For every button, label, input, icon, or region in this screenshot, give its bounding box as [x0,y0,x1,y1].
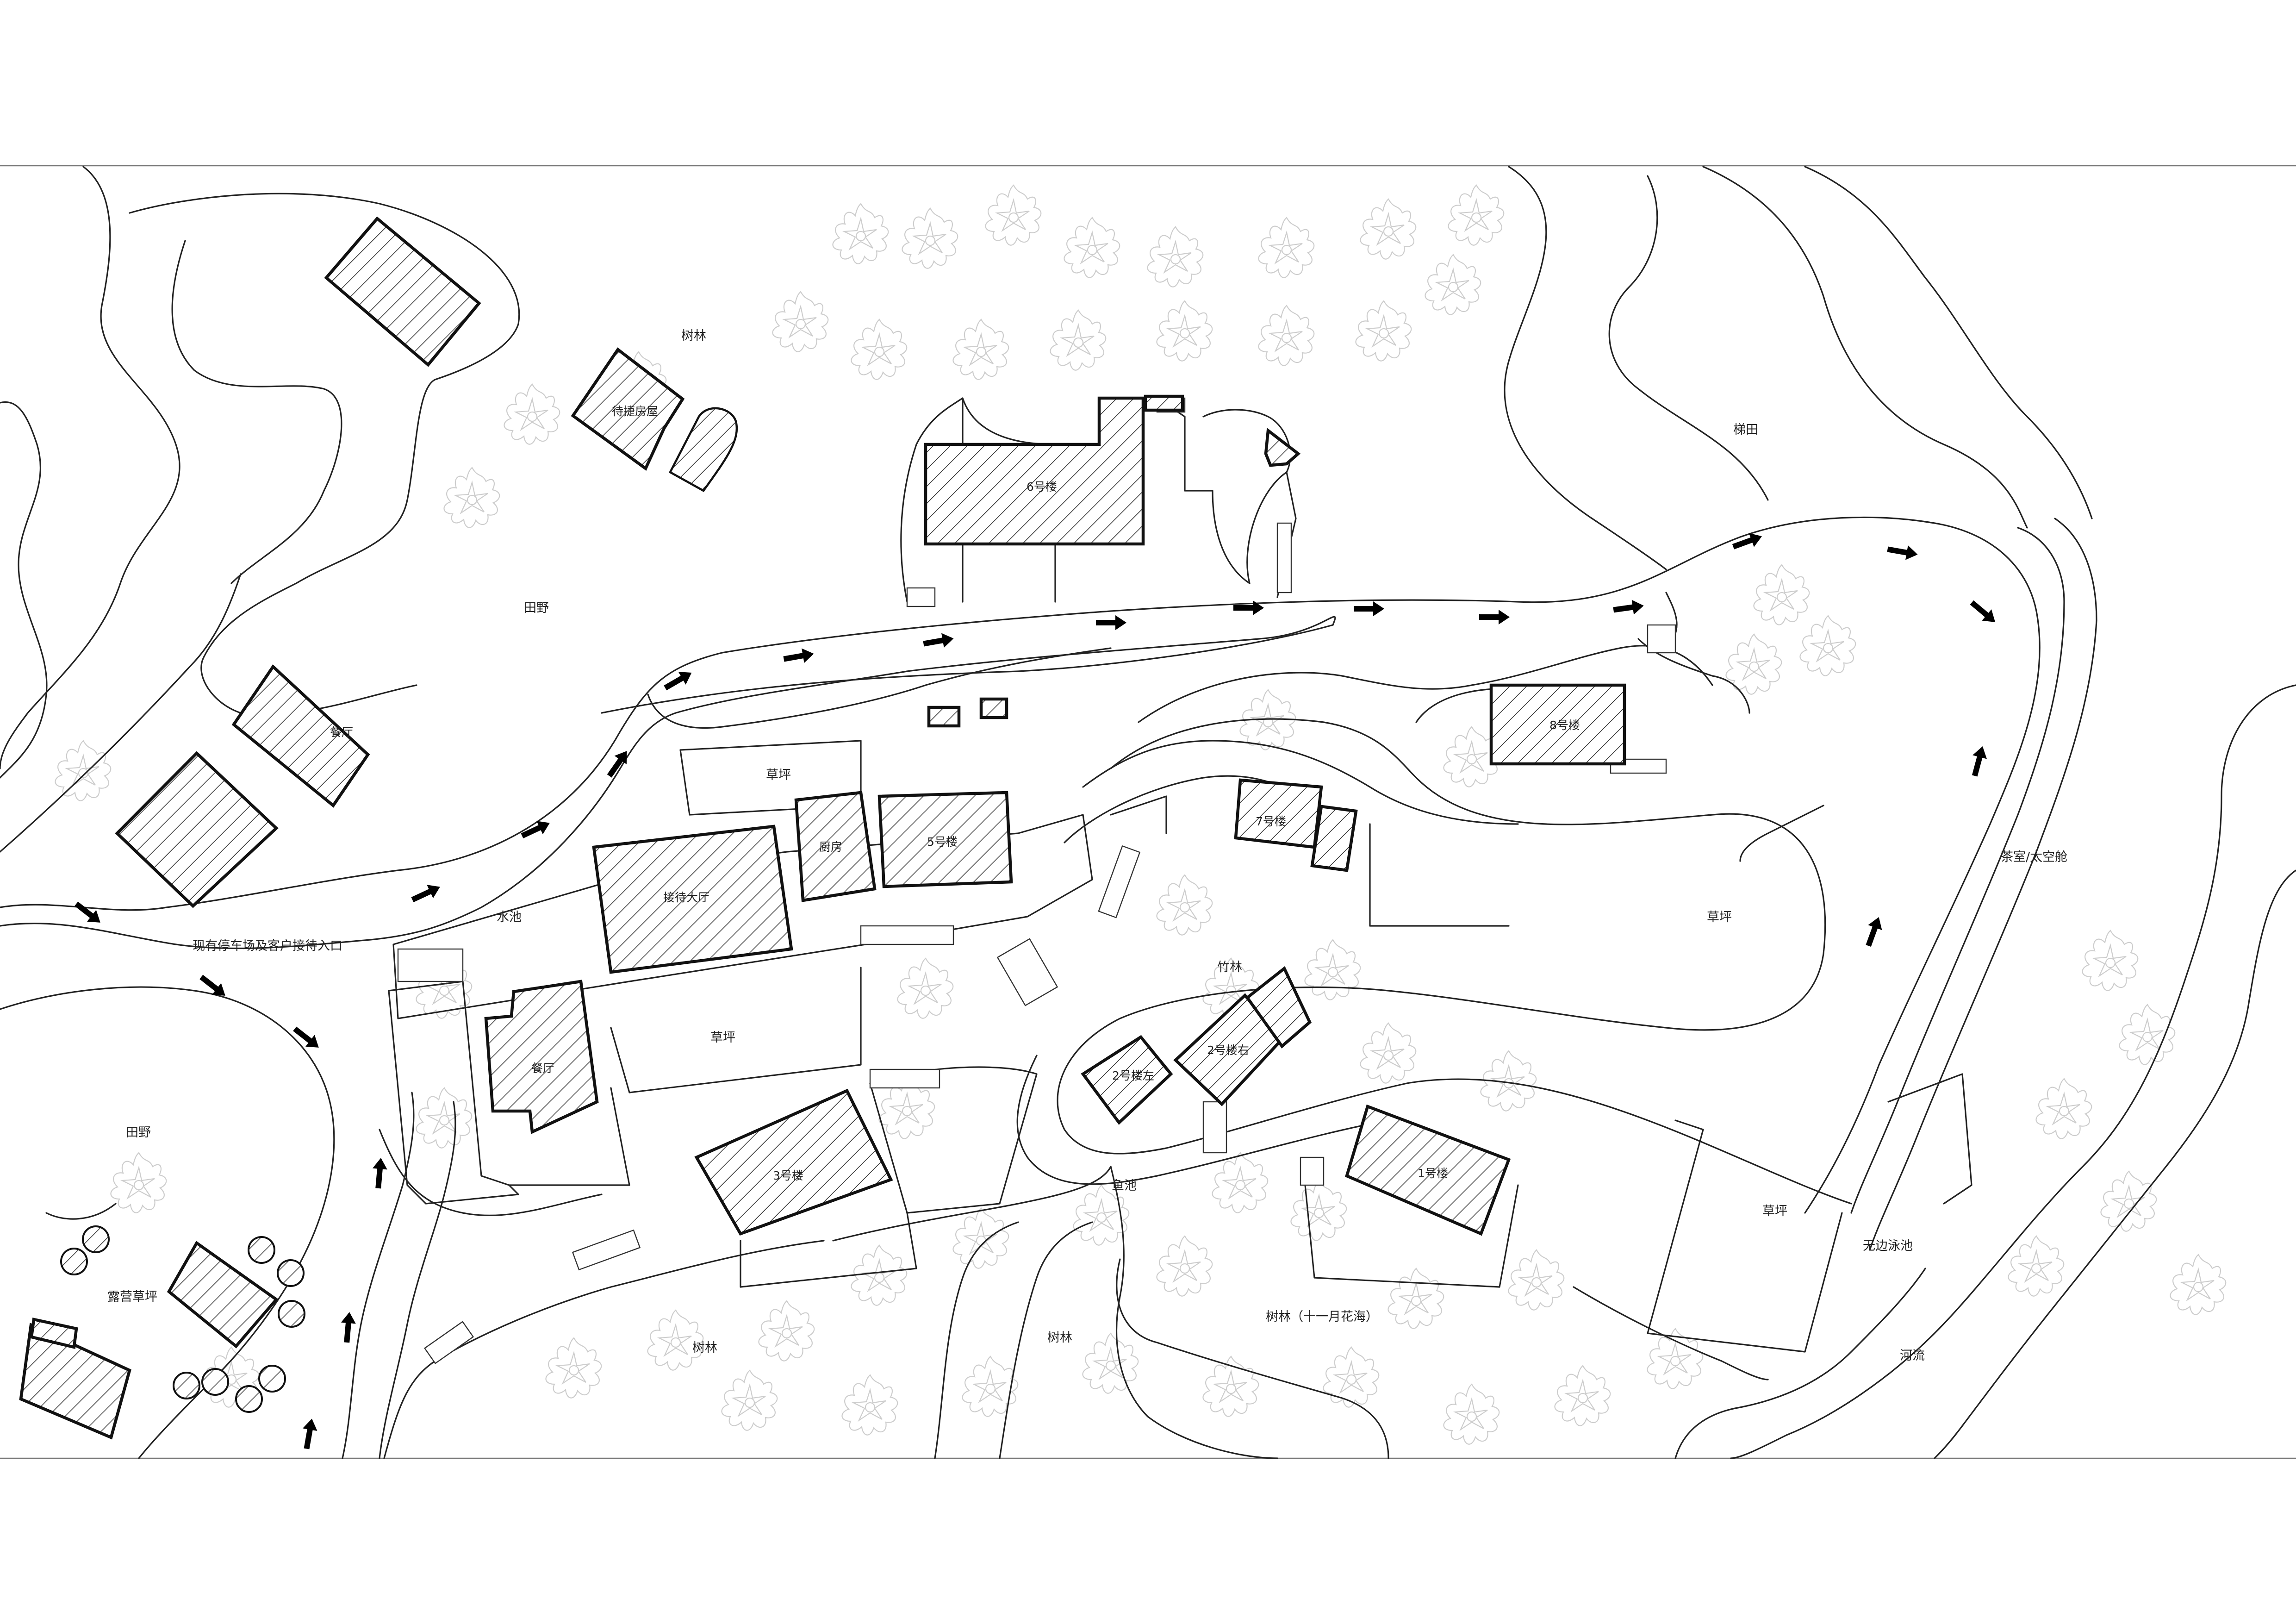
label-lawn-d: 草坪 [1762,1204,1787,1218]
label-restaurant-top: 餐厅 [330,725,353,739]
tree-canopy-icon [55,184,2227,1445]
label-bldg3: 3号楼 [773,1169,803,1182]
label-bldg8: 8号楼 [1549,718,1580,732]
terrain-lines [0,166,2296,1459]
label-lawn-b: 草坪 [710,1031,735,1045]
label-bldg2-right: 2号楼右 [1207,1043,1249,1057]
label-restaurant-mid: 餐厅 [531,1062,554,1075]
label-bamboo: 竹林 [1217,960,1242,974]
label-bldg2-left: 2号楼左 [1112,1069,1154,1082]
label-bldg7: 7号楼 [1256,815,1286,828]
label-reception: 接待大厅 [663,891,709,904]
label-woods-flower: 树林（十一月花海） [1266,1310,1378,1324]
label-woods-b: 树林 [1047,1330,1072,1345]
label-parking: 现有停车场及客户接待入口 [193,939,342,953]
label-field-left: 田野 [126,1125,151,1140]
label-river: 河流 [1900,1349,1925,1363]
label-waiting-room: 待捷房屋 [612,405,658,418]
label-woods-top: 树林 [681,329,706,343]
label-field-top: 田野 [524,601,549,615]
label-camping: 露营草坪 [107,1290,157,1304]
label-fish-pond: 鱼池 [1112,1179,1137,1193]
stairs [397,397,1676,1364]
label-woods-a: 树林 [692,1341,717,1355]
label-kitchen: 厨房 [819,840,842,854]
label-lawn-c: 草坪 [1707,910,1732,924]
label-pond: 水池 [497,910,522,924]
label-bldg1: 1号楼 [1418,1167,1448,1180]
round-tree-icon [60,1225,305,1413]
label-terraces: 梯田 [1733,423,1758,437]
hatched-building-icon [19,216,1626,1440]
label-bldg5: 5号楼 [927,835,958,849]
map-frame [0,165,2296,1459]
label-infinity-pool: 无边泳池 [1863,1239,1913,1253]
map-labels: 树林 田野 梯田 待捷房屋 6号楼 8号楼 7号楼 5号楼 厨房 接待大厅 草坪… [107,329,2067,1363]
label-bldg6: 6号楼 [1027,480,1057,493]
label-tea-room: 茶室/太空舱 [2001,850,2067,864]
label-lawn-a: 草坪 [766,768,791,782]
